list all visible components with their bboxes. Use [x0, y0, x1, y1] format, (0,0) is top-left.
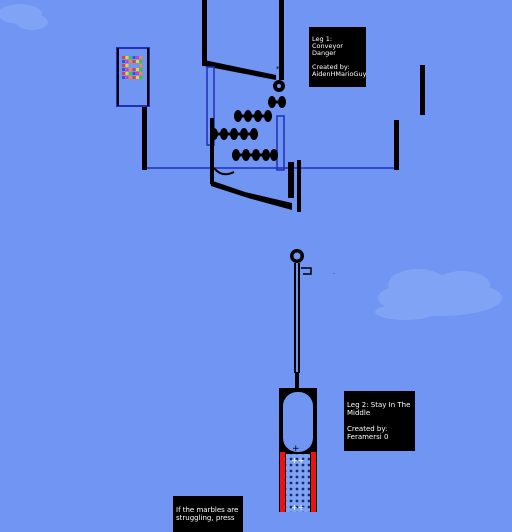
marble — [139, 76, 143, 79]
marble — [136, 72, 139, 75]
svg-text:++: ++ — [291, 456, 304, 465]
drop-tube: . — [290, 249, 335, 390]
roller-axle — [268, 100, 286, 104]
marble — [139, 56, 143, 59]
marble — [129, 76, 132, 79]
marble — [122, 76, 125, 79]
marble-dispenser-icon — [116, 47, 150, 107]
right-wall-lower — [394, 120, 399, 170]
pin-field — [286, 454, 310, 512]
hint-text: If the marbles are struggling, press — [176, 506, 239, 522]
marble — [122, 60, 125, 63]
marble — [136, 60, 139, 63]
marble — [132, 60, 136, 63]
marble — [125, 68, 129, 71]
cloud-right — [375, 269, 502, 320]
marble — [139, 60, 143, 63]
hazard-wall-left — [280, 452, 285, 512]
marble — [122, 72, 125, 75]
game-stage: * . + ++ ++ — [0, 0, 502, 512]
marble — [122, 68, 125, 71]
marble — [125, 60, 129, 63]
cloud-top-left — [0, 4, 48, 30]
rotating-gear-icon: * — [273, 65, 285, 92]
marble — [139, 72, 143, 75]
right-wall-upper — [420, 65, 425, 115]
leg2-info-label: Leg 2: Stay In The Middle Created by: Fe… — [344, 391, 415, 451]
marble — [132, 72, 136, 75]
marble — [125, 64, 129, 67]
marble — [125, 76, 129, 79]
roller-axle — [234, 114, 272, 118]
leg1-creator: Created by: AidenHMarioGuy — [312, 63, 367, 78]
svg-text:+: + — [292, 444, 300, 454]
hint-label: If the marbles are struggling, press — [173, 496, 243, 532]
marble — [122, 64, 125, 67]
marble — [125, 72, 129, 75]
marble — [122, 56, 125, 59]
leg1-info-label: Leg 1: Conveyor Danger Created by: Aiden… — [309, 27, 366, 87]
marble — [125, 56, 129, 59]
marble — [132, 68, 136, 71]
marble — [136, 68, 139, 71]
leg2-title: Leg 2: Stay In The Middle — [347, 401, 411, 417]
conveyor-chute — [202, 0, 301, 212]
marble — [139, 68, 143, 71]
leg1-title: Leg 1: Conveyor Danger — [312, 35, 343, 57]
svg-text:*: * — [276, 65, 280, 73]
marble — [132, 76, 136, 79]
marble — [136, 76, 139, 79]
marble — [129, 60, 132, 63]
marble — [136, 56, 139, 59]
left-pillar — [142, 107, 147, 170]
roller-axle — [232, 153, 278, 157]
marble — [139, 64, 143, 67]
marble — [129, 56, 132, 59]
roller-axle — [210, 132, 258, 136]
background-clouds — [0, 4, 502, 320]
conveyor-rollers — [210, 96, 286, 161]
hazard-wall-right — [311, 452, 316, 512]
marble-stack — [122, 56, 143, 79]
marble — [129, 68, 132, 71]
svg-text:++: ++ — [291, 503, 304, 512]
leg2-chamber: + ++ ++ — [279, 388, 317, 512]
svg-text:.: . — [333, 269, 335, 276]
marble — [129, 72, 132, 75]
marble — [132, 56, 136, 59]
leg2-creator: Created by: Feramersi 0 — [347, 425, 389, 441]
